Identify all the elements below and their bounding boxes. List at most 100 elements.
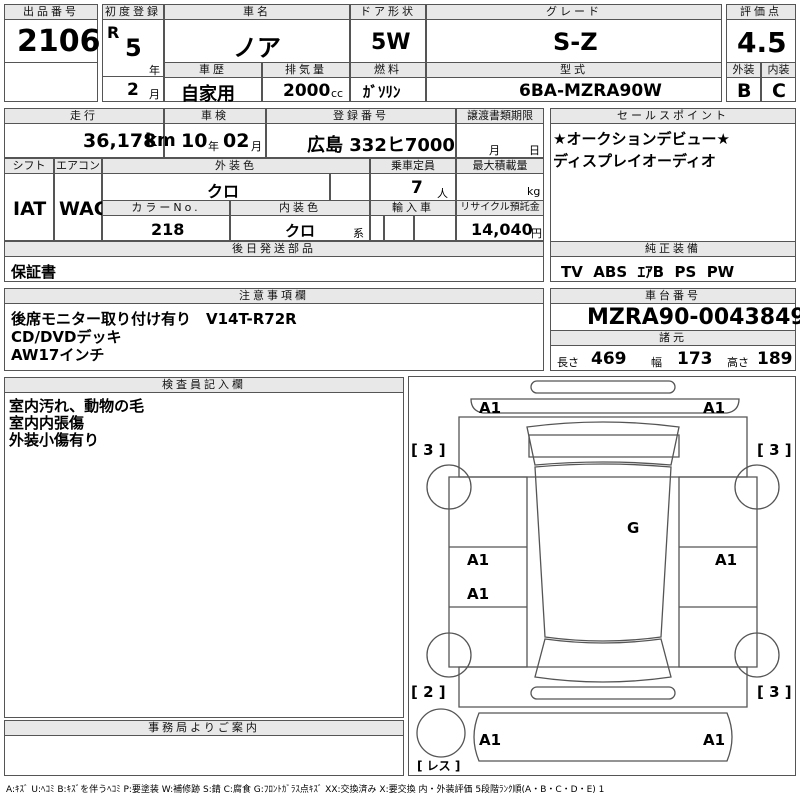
import-cell-c [414, 215, 456, 241]
damage-mark-rear-right: A1 [703, 731, 726, 749]
rear-body-shape [458, 666, 748, 708]
capacity-unit: 人 [437, 187, 448, 200]
windshield-mark: G [627, 519, 640, 537]
grade-value: S-Z [553, 28, 598, 56]
recycle-cell: 14,040 円 [456, 215, 544, 241]
windshield-shape [526, 421, 680, 466]
chassis-number: MZRA90-0043849 [587, 305, 800, 330]
int-color-label: 内装色 [230, 200, 370, 216]
equipment-label: 純正装備 [550, 241, 796, 257]
displacement-label: 排気量 [262, 62, 350, 78]
tire-rear-right: [ 3 ] [757, 683, 792, 701]
car-name: ノア [233, 34, 281, 62]
import-cell-b [384, 215, 414, 241]
chassis-label: 車台番号 [550, 288, 796, 304]
front-body-shape [458, 416, 748, 478]
rear-view-shape [473, 712, 733, 762]
aircon-cell: WAC [54, 173, 108, 241]
shift-cell: IAT [4, 173, 54, 241]
notes-line-1: 後席モニター取り付け有り V14T-R72R [11, 310, 297, 328]
exterior-label: 外装 [726, 62, 761, 78]
wheel-front-left [426, 464, 472, 510]
sales-line-1: ★オークションデビュー★ [553, 130, 730, 148]
notes-label: 注意事項欄 [4, 288, 544, 304]
rear-glass-shape [534, 638, 672, 683]
damage-mark-left-door-rear: A1 [467, 585, 490, 603]
km-unit: km [145, 130, 176, 151]
month-unit: 月 [149, 88, 160, 101]
load-unit: kg [527, 185, 541, 198]
aircon-value: WAC [59, 198, 108, 220]
inspection-year: 10 [181, 130, 208, 152]
length-label: 長さ [557, 356, 579, 369]
color-label: 外装色 [102, 158, 370, 174]
load-label: 最大積載量 [456, 158, 544, 174]
front-grille-shape [528, 434, 680, 458]
mileage-value: 36,178 [83, 130, 157, 152]
model-cell: 6BA-MZRA90W [426, 77, 722, 102]
damage-mark-front-left: A1 [479, 399, 502, 417]
aircon-label: エアコン [54, 158, 102, 174]
width-label: 幅 [651, 356, 662, 369]
tire-front-left: [ 3 ] [411, 441, 446, 459]
car-diagram: A1 A1 A1 A1 A1 A1 A1 G [ 3 ] [ 3 ] [ 2 ]… [408, 376, 796, 776]
office-label: 事務局よりご案内 [4, 720, 404, 736]
recycle-value: 14,040 [471, 220, 533, 239]
car-name-label: 車名 [164, 4, 350, 20]
specs-label: 諸元 [550, 330, 796, 346]
inspection-month-unit: 月 [251, 140, 262, 153]
wheel-rear-left [426, 632, 472, 678]
sales-cell: ★オークションデビュー★ ディスプレイオーディオ [550, 123, 796, 242]
capacity-label: 乗車定員 [370, 158, 456, 174]
first-reg-label: 初度登録 [102, 4, 164, 20]
tire-front-right: [ 3 ] [757, 441, 792, 459]
height-label: 高さ [727, 356, 749, 369]
front-bumper-shape [530, 380, 676, 394]
model-value: 6BA-MZRA90W [519, 81, 662, 101]
capacity-value: 7 [411, 178, 423, 198]
transfer-month-unit: 月 [489, 144, 500, 157]
cc-unit: cc [331, 87, 344, 100]
shift-label: シフト [4, 158, 54, 174]
tire-rear-left: [ 2 ] [411, 683, 446, 701]
lot-no-label: 出品番号 [4, 4, 98, 20]
mileage-cell: 36,178 km [4, 123, 176, 158]
inspection-month: 02 [223, 130, 250, 152]
capacity-cell: 7 人 [370, 173, 456, 201]
length-value: 469 [591, 349, 627, 369]
inspector-line-2: 室内内張傷 [9, 414, 85, 432]
tire-spare: [ レス ] [417, 759, 461, 773]
later-parts-cell: 保証書 [4, 256, 544, 282]
lot-blank-cell [4, 62, 98, 102]
exterior-grade: B [737, 80, 752, 102]
transfer-label: 譲渡書類期限 [456, 108, 544, 124]
import-cell-a [370, 215, 384, 241]
car-name-cell: ノア [164, 19, 350, 63]
damage-mark-left-door-front: A1 [467, 551, 490, 569]
plate-label: 登録番号 [266, 108, 456, 124]
color-no-value: 218 [151, 220, 185, 239]
score-value: 4.5 [737, 26, 787, 59]
history-value: 自家用 [181, 84, 235, 105]
int-color-unit: 系 [353, 227, 364, 240]
door-label: ドア形状 [350, 4, 426, 20]
first-reg-year-cell: R 5 年 [102, 19, 164, 77]
int-color-value: クロ [285, 222, 316, 240]
equipment-value: TV ABS ｴｱB PS PW [561, 263, 735, 281]
model-label: 型式 [426, 62, 722, 78]
inspector-cell: 室内汚れ、動物の毛 室内内張傷 外装小傷有り [4, 392, 404, 718]
mileage-label: 走行 [4, 108, 164, 124]
equipment-cell: TV ABS ｴｱB PS PW [550, 256, 796, 282]
fuel-value: ｶﾞｿﾘﾝ [363, 83, 401, 101]
inspector-line-1: 室内汚れ、動物の毛 [9, 397, 145, 415]
color-blank-cell [330, 173, 370, 201]
notes-line-2: CD/DVDデッキ [11, 328, 122, 346]
sales-line-2: ディスプレイオーディオ [553, 152, 716, 170]
width-value: 173 [677, 349, 713, 369]
inspection-year-unit: 年 [208, 140, 219, 153]
first-reg-month-cell: 2 月 [102, 76, 164, 102]
color-no-label: カラーNo. [102, 200, 230, 216]
interior-label: 内装 [761, 62, 796, 78]
notes-line-3: AW17インチ [11, 346, 105, 364]
rear-bumper-shape [530, 686, 676, 700]
